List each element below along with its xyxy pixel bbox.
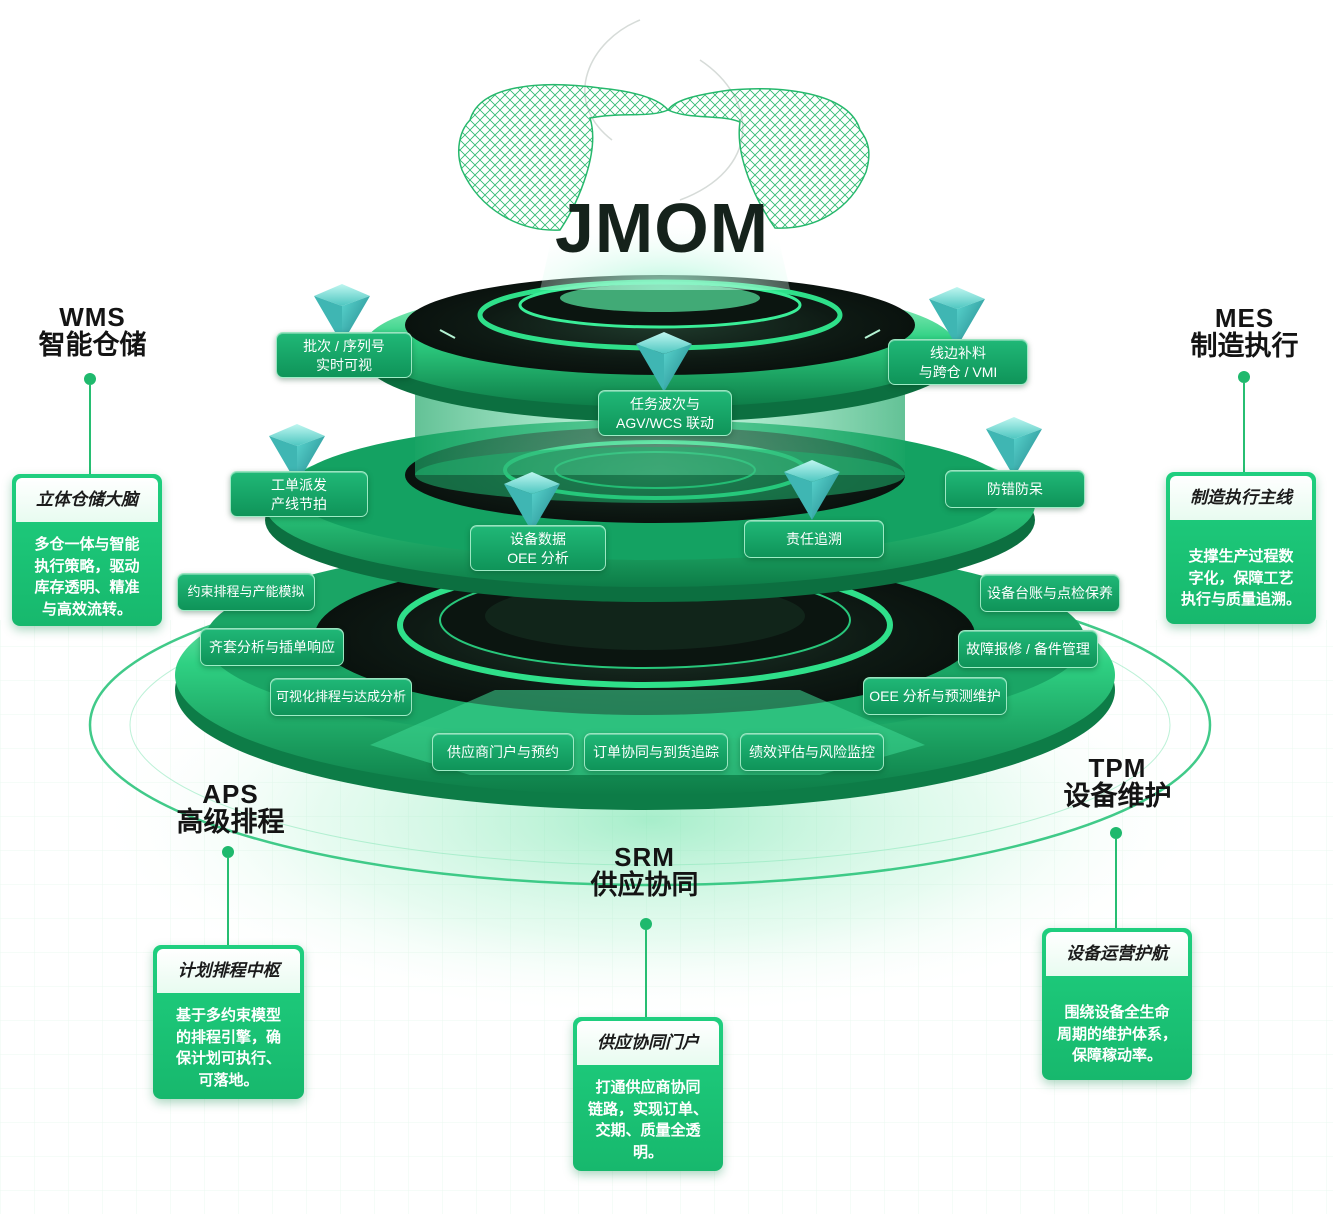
srm-connector-line (645, 930, 647, 1018)
chip-order-collaboration: 订单协同与到货追踪 (584, 733, 728, 771)
srm-title: SRM 供应协同 (590, 842, 699, 901)
srm-card-title: 供应协同门户 (577, 1021, 719, 1065)
mes-card-title: 制造执行主线 (1170, 476, 1312, 520)
wms-title: WMS 智能仓储 (38, 302, 147, 361)
mes-connector-line (1243, 383, 1245, 473)
srm-card-body: 打通供应商协同 链路，实现订单、 交期、质量全透 明。 (587, 1079, 708, 1161)
mes-title: MES 制造执行 (1190, 303, 1299, 362)
wms-connector-dot (84, 373, 96, 385)
chip-visual-scheduling: 可视化排程与达成分析 (270, 678, 412, 716)
chip-trace: 责任追溯 (744, 520, 884, 558)
chip-kitting-analysis: 齐套分析与插单响应 (200, 628, 344, 666)
chip-poka-yoke: 防错防呆 (945, 470, 1085, 508)
srm-connector-dot (640, 918, 652, 930)
crystal-gem-icon (504, 472, 560, 532)
wms-card-body: 多仓一体与智能 执行策略，驱动 库存透明、精准 与高效流转。 (34, 536, 140, 618)
crystal-gem-icon (636, 332, 692, 392)
tpm-connector-line (1115, 839, 1117, 929)
mes-card: 制造执行主线 支撑生产过程数 字化，保障工艺 执行与质量追溯。 (1166, 472, 1316, 624)
crystal-gem-icon (929, 287, 985, 347)
chip-line-feed: 线边补料与跨仓 / VMI (888, 339, 1028, 385)
aps-card-title: 计划排程中枢 (157, 949, 300, 993)
wms-card-title: 立体仓储大脑 (16, 478, 158, 522)
tpm-card: 设备运营护航 围绕设备全生命 周期的维护体系， 保障稼动率。 (1042, 928, 1192, 1080)
chip-fault-repair: 故障报修 / 备件管理 (958, 630, 1098, 668)
wms-card: 立体仓储大脑 多仓一体与智能 执行策略，驱动 库存透明、精准 与高效流转。 (12, 474, 162, 626)
aps-card-body: 基于多约束模型 的排程引擎，确 保计划可执行、 可落地。 (175, 1007, 281, 1089)
aps-title: APS 高级排程 (176, 779, 285, 838)
aps-connector-dot (222, 846, 234, 858)
tpm-card-body: 围绕设备全生命 周期的维护体系， 保障稼动率。 (1056, 1004, 1177, 1064)
wms-connector-line (89, 385, 91, 475)
chip-batch-serial: 批次 / 序列号实时可视 (276, 332, 412, 378)
crystal-gem-icon (986, 417, 1042, 477)
mes-card-body: 支撑生产过程数 字化，保障工艺 执行与质量追溯。 (1180, 548, 1301, 608)
chip-supplier-portal: 供应商门户与预约 (432, 733, 574, 771)
chip-device-ledger: 设备台账与点检保养 (980, 574, 1120, 612)
jmom-logo-text: JMOM (555, 189, 769, 267)
srm-card: 供应协同门户 打通供应商协同 链路，实现订单、 交期、质量全透 明。 (573, 1017, 723, 1171)
aps-card: 计划排程中枢 基于多约束模型 的排程引擎，确 保计划可执行、 可落地。 (153, 945, 304, 1099)
chip-oee-predict: OEE 分析与预测维护 (863, 677, 1007, 715)
chip-work-order-dispatch: 工单派发产线节拍 (230, 471, 368, 517)
chip-constraint-scheduling: 约束排程与产能模拟 (177, 573, 315, 611)
crystal-gem-icon (784, 460, 840, 520)
tpm-title: TPM 设备维护 (1063, 753, 1172, 812)
chip-performance-risk: 绩效评估与风险监控 (740, 733, 884, 771)
mes-connector-dot (1238, 371, 1250, 383)
tpm-card-title: 设备运营护航 (1046, 932, 1188, 976)
tpm-connector-dot (1110, 827, 1122, 839)
aps-connector-line (227, 858, 229, 946)
